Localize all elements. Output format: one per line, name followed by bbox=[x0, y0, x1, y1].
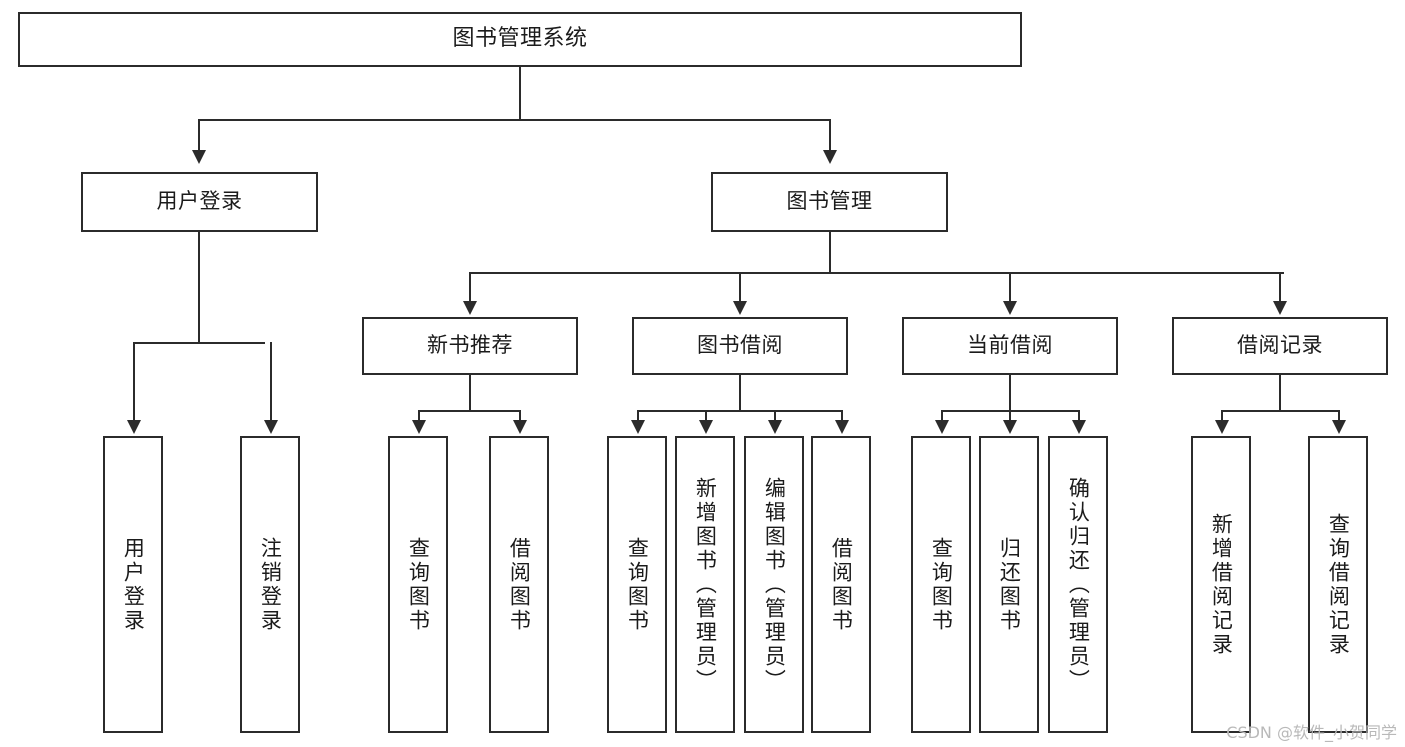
arrow-current-borrow-to-leaf-2 bbox=[1003, 420, 1017, 434]
leaf-edit-book-label: 编辑图书（管理员） bbox=[762, 476, 787, 693]
arrow-book-manage-to-new-book-rec bbox=[463, 301, 477, 315]
connector-current-borrow-to-leaf-2 bbox=[1009, 410, 1011, 422]
node-root[interactable]: 图书管理系统 bbox=[18, 12, 1022, 67]
leaf-logout-label: 注销登录 bbox=[258, 536, 283, 633]
arrow-current-borrow-to-leaf-3 bbox=[1072, 420, 1086, 434]
leaf-confirm-return[interactable]: 确认归还（管理员） bbox=[1048, 436, 1108, 733]
connector-borrow-record-bus bbox=[1221, 410, 1338, 412]
arrow-book-manage-to-borrow-record bbox=[1273, 301, 1287, 315]
arrow-book-borrow-to-leaf-2 bbox=[699, 420, 713, 434]
leaf-query-record-label: 查询借阅记录 bbox=[1326, 512, 1351, 657]
arrow-new-book-rec-to-leaf-2 bbox=[513, 420, 527, 434]
connector-book-manage-to-current-borrow bbox=[1009, 272, 1011, 302]
connector-book-borrow-to-leaf-4 bbox=[841, 410, 843, 422]
connector-book-manage-to-book-borrow bbox=[739, 272, 741, 302]
leaf-return-book-label: 归还图书 bbox=[997, 536, 1022, 633]
leaf-query-book-3-label: 查询图书 bbox=[929, 536, 954, 633]
node-current-borrow[interactable]: 当前借阅 bbox=[902, 317, 1118, 375]
arrow-root-to-user-login bbox=[192, 150, 206, 164]
leaf-query-record[interactable]: 查询借阅记录 bbox=[1308, 436, 1368, 733]
node-new-book-rec[interactable]: 新书推荐 bbox=[362, 317, 578, 375]
connector-book-manage-to-new-book-rec bbox=[469, 272, 471, 302]
connector-book-borrow-to-leaf-3 bbox=[774, 410, 776, 422]
leaf-borrow-book-1-label: 借阅图书 bbox=[507, 536, 532, 633]
leaf-edit-book[interactable]: 编辑图书（管理员） bbox=[744, 436, 804, 733]
arrow-book-borrow-to-leaf-4 bbox=[835, 420, 849, 434]
leaf-query-book-3[interactable]: 查询图书 bbox=[911, 436, 971, 733]
arrow-book-borrow-to-leaf-1 bbox=[631, 420, 645, 434]
leaf-query-book-2[interactable]: 查询图书 bbox=[607, 436, 667, 733]
arrow-book-manage-to-current-borrow bbox=[1003, 301, 1017, 315]
leaf-query-book-1[interactable]: 查询图书 bbox=[388, 436, 448, 733]
connector-book-borrow-to-leaf-2 bbox=[705, 410, 707, 422]
leaf-borrow-book-2[interactable]: 借阅图书 bbox=[811, 436, 871, 733]
arrow-borrow-record-to-leaf-1 bbox=[1215, 420, 1229, 434]
node-root-label: 图书管理系统 bbox=[452, 26, 588, 52]
node-new-book-rec-label: 新书推荐 bbox=[427, 333, 513, 358]
leaf-add-book-label: 新增图书（管理员） bbox=[693, 476, 718, 693]
connector-book-borrow-stem bbox=[739, 375, 741, 410]
connector-current-borrow-stem bbox=[1009, 375, 1011, 410]
leaf-user-login-label: 用户登录 bbox=[121, 536, 146, 633]
leaf-add-record-label: 新增借阅记录 bbox=[1209, 512, 1234, 657]
node-user-login-label: 用户登录 bbox=[156, 189, 243, 214]
leaf-query-book-1-label: 查询图书 bbox=[406, 536, 431, 633]
connector-new-book-rec-to-leaf-1 bbox=[418, 410, 420, 422]
connector-book-manage-bus bbox=[469, 272, 1284, 274]
connector-new-book-rec-stem bbox=[469, 375, 471, 410]
connector-user-login-bus bbox=[133, 342, 265, 344]
connector-book-manage-to-borrow-record bbox=[1279, 272, 1281, 302]
node-book-borrow-label: 图书借阅 bbox=[697, 333, 783, 358]
connector-borrow-record-to-leaf-1 bbox=[1221, 410, 1223, 422]
leaf-confirm-return-label: 确认归还（管理员） bbox=[1066, 476, 1091, 693]
connector-new-book-rec-to-leaf-2 bbox=[519, 410, 521, 422]
connector-borrow-record-to-leaf-2 bbox=[1338, 410, 1340, 422]
connector-user-login-stem bbox=[198, 232, 200, 342]
connector-user-login-to-leaf-1 bbox=[133, 342, 135, 422]
connector-root-to-user-login bbox=[198, 119, 200, 151]
connector-current-borrow-to-leaf-3 bbox=[1078, 410, 1080, 422]
leaf-user-login[interactable]: 用户登录 bbox=[103, 436, 163, 733]
leaf-query-book-2-label: 查询图书 bbox=[625, 536, 650, 633]
connector-new-book-rec-bus bbox=[418, 410, 521, 412]
arrow-book-manage-to-book-borrow bbox=[733, 301, 747, 315]
arrow-borrow-record-to-leaf-2 bbox=[1332, 420, 1346, 434]
leaf-borrow-book-2-label: 借阅图书 bbox=[829, 536, 854, 633]
node-borrow-record[interactable]: 借阅记录 bbox=[1172, 317, 1388, 375]
arrow-user-login-to-leaf-2 bbox=[264, 420, 278, 434]
arrow-current-borrow-to-leaf-1 bbox=[935, 420, 949, 434]
connector-book-borrow-bus bbox=[637, 410, 843, 412]
connector-root-to-book-manage bbox=[829, 119, 831, 151]
leaf-borrow-book-1[interactable]: 借阅图书 bbox=[489, 436, 549, 733]
connector-book-manage-stem bbox=[829, 232, 831, 272]
arrow-new-book-rec-to-leaf-1 bbox=[412, 420, 426, 434]
node-book-borrow[interactable]: 图书借阅 bbox=[632, 317, 848, 375]
arrow-book-borrow-to-leaf-3 bbox=[768, 420, 782, 434]
arrow-root-to-book-manage bbox=[823, 150, 837, 164]
connector-current-borrow-to-leaf-1 bbox=[941, 410, 943, 422]
node-user-login[interactable]: 用户登录 bbox=[81, 172, 318, 232]
node-current-borrow-label: 当前借阅 bbox=[967, 333, 1053, 358]
node-book-manage-label: 图书管理 bbox=[786, 189, 873, 214]
node-borrow-record-label: 借阅记录 bbox=[1237, 333, 1323, 358]
leaf-return-book[interactable]: 归还图书 bbox=[979, 436, 1039, 733]
connector-root-bus bbox=[198, 119, 831, 121]
leaf-add-record[interactable]: 新增借阅记录 bbox=[1191, 436, 1251, 733]
leaf-add-book[interactable]: 新增图书（管理员） bbox=[675, 436, 735, 733]
leaf-logout[interactable]: 注销登录 bbox=[240, 436, 300, 733]
connector-book-borrow-to-leaf-1 bbox=[637, 410, 639, 422]
connector-user-login-to-leaf-2 bbox=[270, 342, 272, 422]
connector-borrow-record-stem bbox=[1279, 375, 1281, 410]
node-book-manage[interactable]: 图书管理 bbox=[711, 172, 948, 232]
connector-root-stem bbox=[519, 67, 521, 119]
arrow-user-login-to-leaf-1 bbox=[127, 420, 141, 434]
